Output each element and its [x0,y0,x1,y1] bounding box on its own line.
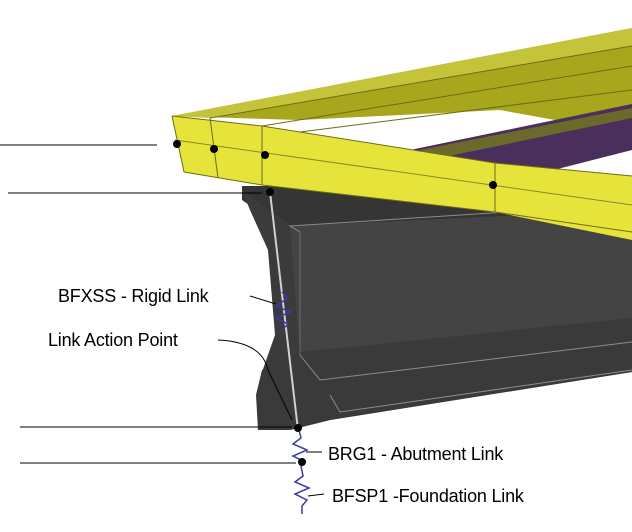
abutment-link-label: BRG1 - Abutment Link [328,444,504,464]
node-points [173,140,497,466]
deck-mid-line [174,139,632,206]
node-point [261,151,269,159]
node-point [266,188,274,196]
leader-foundation-link [307,493,325,497]
girder [242,186,632,430]
rigid-link-line [269,191,299,431]
deck-top-right [420,108,632,160]
deck-top-line-2 [261,65,632,127]
deck-top-line-3 [299,89,632,133]
rigid-link-label: BFXSS - Rigid Link [58,286,209,306]
leader-lines [0,144,325,497]
foundation-spring [293,465,311,514]
foundation-link-label: BFSP1 -Foundation Link [332,486,524,506]
girder-edge-flange [329,369,632,413]
rigid-link-spring [274,291,292,331]
deck-slab [171,28,632,240]
deck-edge-bottom [183,171,632,233]
deck-edge-top [171,115,632,177]
link-action-point-label: Link Action Point [48,330,178,350]
girder-inner-face [290,210,632,355]
leader-action-point [217,339,293,421]
node-point [489,181,497,189]
girder-bottom-flange [256,318,632,430]
deck-upper-band [172,28,632,118]
node-point [294,424,302,432]
node-point [298,458,306,466]
deck-top-line-1 [209,45,632,119]
deck-front-face [172,116,632,240]
node-point [210,145,218,153]
node-point [173,140,181,148]
leader-rigid-link [249,295,277,305]
girder-edge-lower [299,341,632,381]
